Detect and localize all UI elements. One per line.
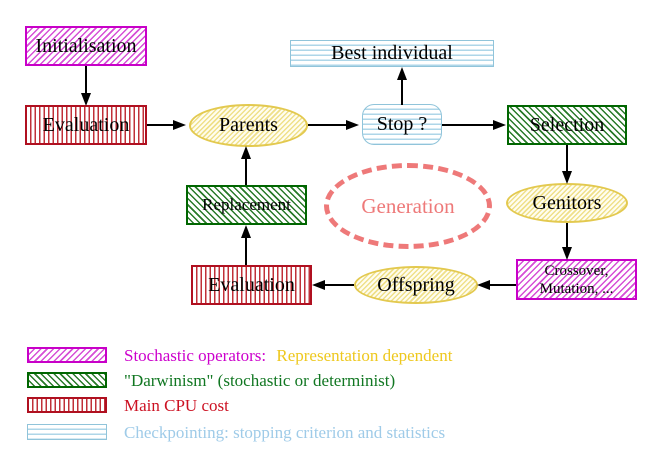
node-replacement: Replacement bbox=[186, 185, 307, 225]
node-crossover-line1: Crossover, bbox=[544, 262, 609, 279]
arrow-genitors-to-crossover-line bbox=[566, 223, 568, 248]
legend-label-main-cpu-cost: Main CPU cost bbox=[124, 396, 229, 415]
node-offspring: Offspring bbox=[354, 266, 478, 304]
arrow-replacement-to-parents-line bbox=[245, 158, 247, 185]
arrow-eval-to-replacement-line bbox=[245, 237, 247, 265]
node-stop: Stop ? bbox=[362, 104, 442, 145]
legend-label-representation-dependent: Representation dependent bbox=[276, 346, 453, 365]
arrow-crossover-to-offspring-line bbox=[489, 284, 516, 286]
node-best-individual: Best individual bbox=[290, 40, 494, 67]
arrow-eval-to-parents-head bbox=[173, 120, 186, 130]
generation-dashed-ellipse: Generation bbox=[324, 163, 492, 249]
arrow-offspring-to-eval-head bbox=[312, 280, 325, 290]
node-best-individual-label: Best individual bbox=[331, 42, 453, 64]
arrow-parents-to-stop-line bbox=[308, 124, 346, 126]
arrow-parents-to-stop-head bbox=[346, 120, 359, 130]
node-crossover-line2: Mutation, ... bbox=[539, 280, 614, 297]
arrow-init-to-eval-head bbox=[81, 93, 91, 106]
legend-label-stochastic-operators: Stochastic operators: bbox=[124, 346, 267, 365]
arrow-eval-to-replacement-head bbox=[241, 225, 251, 238]
arrow-stop-to-selection-head bbox=[493, 120, 506, 130]
arrow-offspring-to-eval-line bbox=[325, 284, 354, 286]
arrow-replacement-to-parents-head bbox=[241, 146, 251, 159]
node-genitors: Genitors bbox=[506, 183, 628, 223]
arrow-crossover-to-offspring-head bbox=[477, 280, 490, 290]
legend-row-stochastic: Stochastic operators: Representation dep… bbox=[124, 346, 452, 366]
legend-swatch-cyan-stripes bbox=[27, 424, 107, 440]
arrow-stop-to-best-head bbox=[397, 67, 407, 80]
node-selection-label: Selection bbox=[529, 113, 605, 136]
node-offspring-label: Offspring bbox=[377, 273, 455, 296]
arrow-selection-to-genitors-line bbox=[566, 145, 568, 172]
legend-label-darwinism: "Darwinism" (stochastic or determinist) bbox=[124, 371, 396, 390]
arrow-stop-to-best-line bbox=[401, 79, 403, 105]
arrow-stop-to-selection-line bbox=[442, 124, 493, 126]
node-evaluation-top: Evaluation bbox=[25, 105, 147, 145]
node-initialisation: Initialisation bbox=[25, 26, 147, 66]
arrow-selection-to-genitors-head bbox=[562, 171, 572, 184]
generation-label: Generation bbox=[361, 193, 455, 218]
arrow-genitors-to-crossover-head bbox=[562, 247, 572, 260]
node-evaluation-bottom-label: Evaluation bbox=[208, 273, 295, 296]
node-genitors-label: Genitors bbox=[532, 191, 602, 214]
node-evaluation-bottom: Evaluation bbox=[191, 265, 312, 305]
legend-label-checkpointing: Checkpointing: stopping criterion and st… bbox=[124, 423, 446, 442]
node-initialisation-label: Initialisation bbox=[35, 34, 137, 57]
legend-swatch-red-stripes bbox=[27, 397, 107, 413]
node-replacement-label: Replacement bbox=[202, 195, 291, 214]
node-stop-label: Stop ? bbox=[376, 113, 428, 135]
node-parents: Parents bbox=[189, 104, 308, 147]
legend-swatch-magenta-hatch bbox=[27, 347, 107, 363]
node-selection: Selection bbox=[507, 105, 627, 145]
arrow-init-to-eval-line bbox=[85, 66, 87, 94]
node-parents-label: Parents bbox=[219, 114, 278, 136]
arrow-eval-to-parents-line bbox=[147, 124, 174, 126]
legend-swatch-green-hatch bbox=[27, 372, 107, 388]
node-crossover-mutation: Crossover, Mutation, ... bbox=[516, 259, 637, 300]
node-evaluation-top-label: Evaluation bbox=[42, 113, 130, 136]
